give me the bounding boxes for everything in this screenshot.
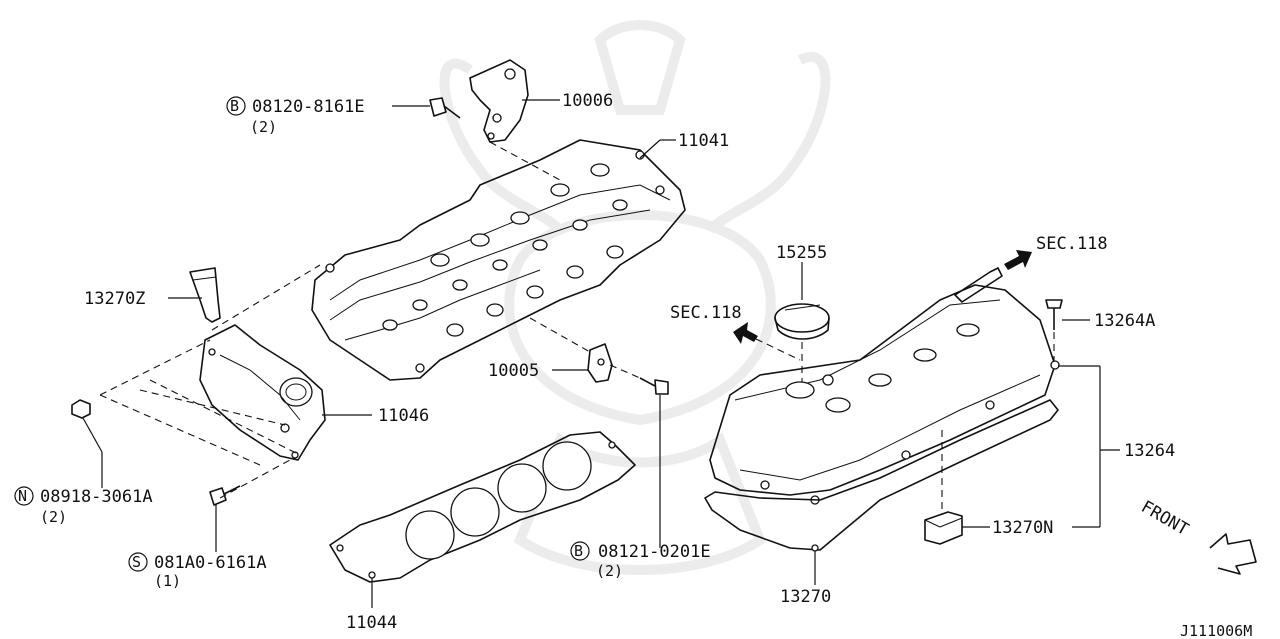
cylinder-head-11041 [311,139,686,381]
label-13270: 13270 [780,587,831,607]
label-10006: 10006 [562,91,613,111]
sealant-tube-13270z [168,267,221,323]
front-cover-11046 [99,264,372,499]
label-front: FRONT [1138,497,1192,540]
front-direction-arrow [1209,533,1257,575]
screw-081a0 [128,485,241,572]
label-13270z: 13270Z [84,289,145,309]
label-bolt-08120: 08120-8161E [252,97,365,117]
label-screw-081a0: 081A0-6161A [154,553,267,573]
label-sec118-right: SEC.118 [1036,234,1108,254]
label-nut-qty: (2) [40,508,67,526]
sec118-right-arrow [1004,250,1032,270]
label-sec118-left: SEC.118 [670,303,742,323]
label-13270n: 13270N [992,518,1053,538]
bolt-08120: B [226,96,461,119]
label-bolt-08121-qty: (2) [596,562,623,580]
nut-08918 [14,399,103,506]
label-bolt-08121: 08121-0201E [598,542,711,562]
label-11046: 11046 [378,406,429,426]
nut-prefix: N [18,487,27,505]
bolt-13264a [1045,299,1090,362]
label-13264: 13264 [1124,441,1175,461]
watermark-emblem [439,20,831,575]
label-13264a: 13264A [1094,311,1155,331]
rocker-cover-13264 [709,267,1120,527]
bolt-08121-prefix: B [574,542,583,560]
sec118-left-arrow [733,322,801,361]
label-bolt-08120-qty: (2) [250,118,277,136]
bracket-10005 [529,317,613,383]
label-nut-08918: 08918-3061A [40,487,153,507]
diagram-code: J111006M [1180,622,1252,639]
label-15255: 15255 [776,243,827,263]
seal-13270n [924,511,1100,545]
screw-prefix: S [132,553,141,571]
oil-cap-15255 [774,262,830,385]
label-screw-qty: (1) [154,572,181,590]
head-gasket-11044 [329,431,636,608]
label-11041: 11041 [678,131,729,151]
bolt-08120-prefix: B [230,97,239,115]
bolt-08121 [570,364,669,561]
label-10005: 10005 [488,361,539,381]
label-11044: 11044 [346,613,397,633]
bracket-10006 [469,59,561,181]
rocker-cover-gasket-13270 [704,399,1059,585]
